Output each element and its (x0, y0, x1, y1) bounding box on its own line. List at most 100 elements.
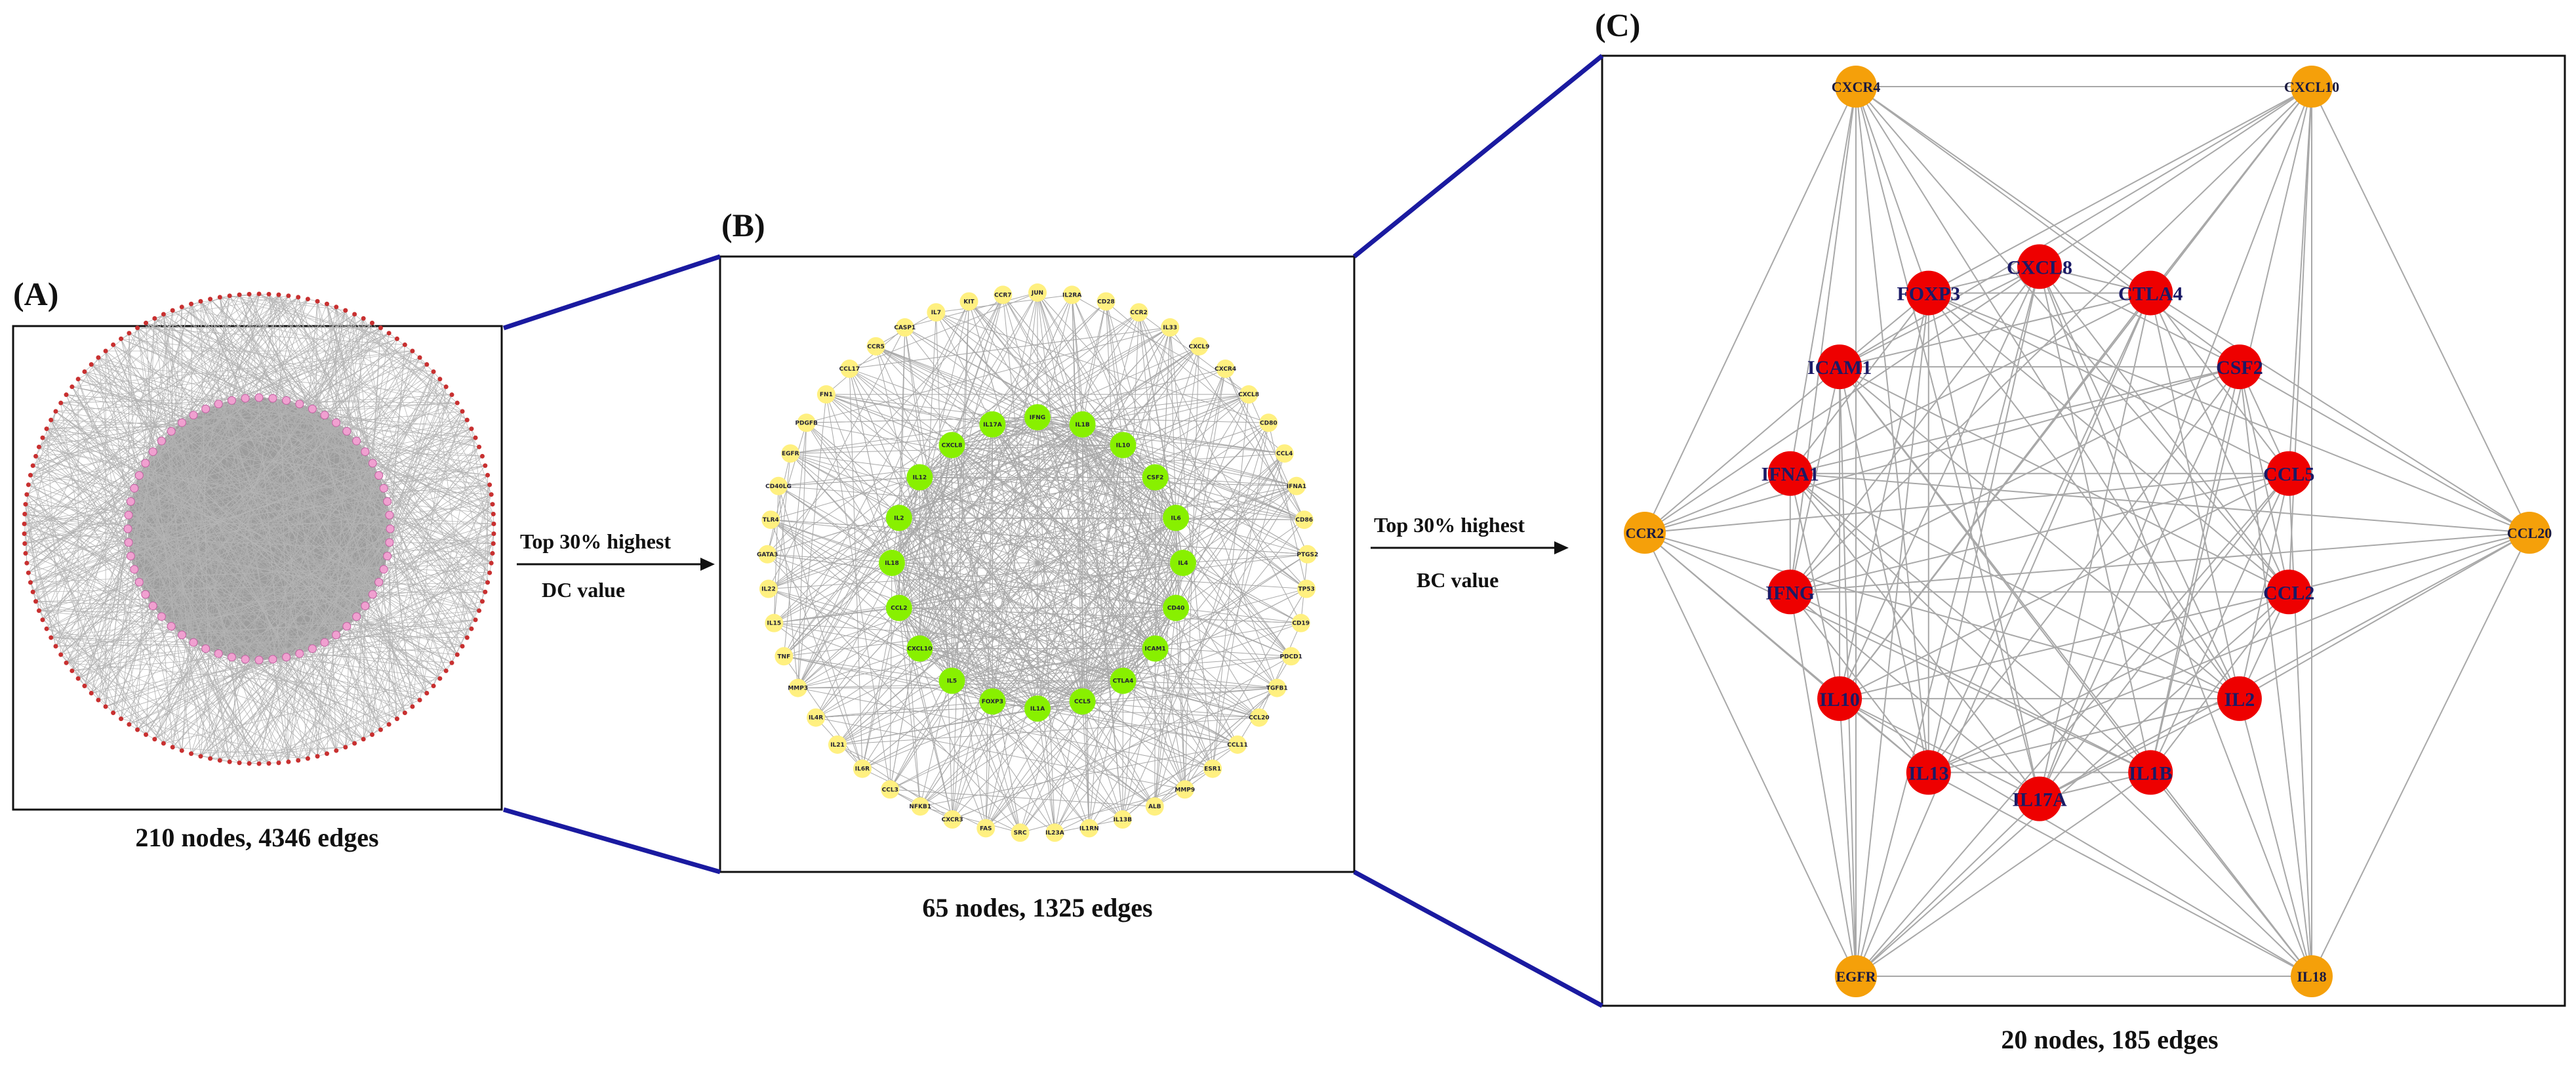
network-b-node-il5 (938, 667, 965, 694)
network-a-edge (24, 533, 270, 764)
network-c-edge (1855, 86, 2151, 294)
network-a-edge (121, 339, 194, 643)
network-a-edge (182, 423, 279, 763)
network-c-edge (1839, 86, 2312, 367)
network-b-node-cxcl8 (1239, 385, 1258, 404)
network-b-edge (826, 394, 1156, 649)
network-a-inner-node (352, 612, 361, 621)
network-b-edge (1212, 394, 1249, 769)
network-a-edge (154, 318, 246, 399)
network-a-edge (84, 371, 325, 643)
network-a-edge (137, 659, 273, 730)
network-a-edge (154, 327, 381, 739)
network-a-edge (229, 411, 463, 762)
network-c-edge (1928, 86, 2312, 294)
network-a-outer-node (119, 336, 124, 341)
network-c-edge (2238, 698, 2312, 977)
network-a-outer-node (22, 512, 28, 517)
network-a-outer-node (437, 676, 443, 681)
network-a-edge (163, 314, 194, 643)
network-b-edge (889, 424, 1083, 790)
network-b-label-tp53: TP53 (1298, 587, 1314, 593)
network-b-edge (1082, 424, 1285, 454)
network-a-edge (26, 487, 135, 564)
network-a-edge (66, 394, 365, 452)
network-a-outer-node (483, 589, 488, 594)
network-a-edge (161, 440, 483, 602)
network-b-label-ccr7: CCR7 (994, 292, 1011, 299)
network-c-edge (2150, 293, 2290, 592)
network-c-node-ccl2 (2266, 569, 2312, 615)
arrow-bc-line1: Top 30% highest (1374, 513, 1525, 537)
network-a-edge (66, 394, 447, 671)
network-a-outer-node (402, 711, 407, 716)
network-a-edge (105, 350, 129, 516)
network-b-label-ifng: IFNG (1030, 415, 1045, 421)
network-a-edge (55, 398, 273, 647)
network-a-edge (55, 440, 162, 647)
network-a-edge (363, 606, 366, 739)
network-a-outer-node (485, 580, 491, 585)
network-a-inner-node (124, 510, 133, 520)
network-a-outer-node (402, 342, 407, 347)
network-b-edge (1037, 562, 1184, 709)
network-b-edge (826, 394, 893, 564)
network-a-outer-node (487, 570, 493, 575)
network-a-edge (327, 303, 447, 387)
network-b-edge (1082, 701, 1090, 829)
network-a-edge (42, 437, 336, 636)
network-b-edge (771, 519, 1156, 649)
network-a-edge (191, 304, 273, 659)
network-b-edge (784, 562, 893, 657)
network-a-edge (39, 610, 85, 686)
network-c-edge (1839, 698, 2312, 977)
network-c-edge (2288, 86, 2312, 592)
network-a-outer-node (170, 745, 175, 750)
network-a-edge (30, 437, 476, 583)
network-b-edge (1123, 346, 1199, 445)
network-b-edge (806, 327, 1171, 423)
network-b-edge (797, 301, 969, 688)
network-a-outer-node (449, 660, 454, 665)
network-a-outer-node (491, 541, 496, 546)
network-a-edge (129, 606, 153, 725)
network-c-edge (2311, 532, 2530, 977)
network-a-edge (182, 422, 488, 583)
network-b-node-ctla4 (1110, 667, 1137, 694)
network-b-edge (992, 701, 1123, 820)
network-a-edge (161, 306, 182, 617)
network-b-edge (898, 608, 921, 807)
network-b-edge (826, 394, 993, 425)
network-a-edge (336, 411, 463, 423)
network-c-edge (1839, 698, 1857, 977)
network-a-edge (172, 747, 308, 759)
network-a-outer-node (479, 453, 485, 459)
network-a-edge (137, 327, 191, 754)
network-a-edge (239, 294, 490, 573)
network-c-label-il18: IL18 (2297, 968, 2326, 985)
network-a-edge (24, 440, 357, 534)
network-b-edge (826, 394, 952, 445)
network-b-edge (806, 422, 1304, 520)
network-b-edge (936, 312, 1269, 423)
network-b-label-ccr2: CCR2 (1130, 310, 1147, 316)
network-a-edge (113, 344, 490, 573)
network-a-edge (39, 591, 485, 611)
network-a-inner-node (177, 418, 186, 427)
network-b-edge (1002, 295, 1055, 833)
network-a-edge (25, 553, 153, 606)
network-b-edge (806, 423, 1038, 709)
network-a-edge (182, 306, 336, 423)
network-a-edge (346, 386, 447, 432)
network-a-edge (154, 318, 194, 415)
network-a-inner-node (254, 393, 264, 402)
network-a-outer-node (179, 748, 184, 753)
network-c-edge (2039, 86, 2312, 268)
network-a-inner-node (241, 394, 250, 403)
network-b-node-ccr2 (1129, 303, 1148, 322)
network-a-edge (268, 514, 390, 764)
network-b-label-foxp3: FOXP3 (982, 699, 1003, 705)
network-c-label-cxcr4: CXCR4 (1832, 79, 1881, 95)
network-a-edge (239, 606, 366, 763)
network-a-edge (46, 428, 273, 660)
